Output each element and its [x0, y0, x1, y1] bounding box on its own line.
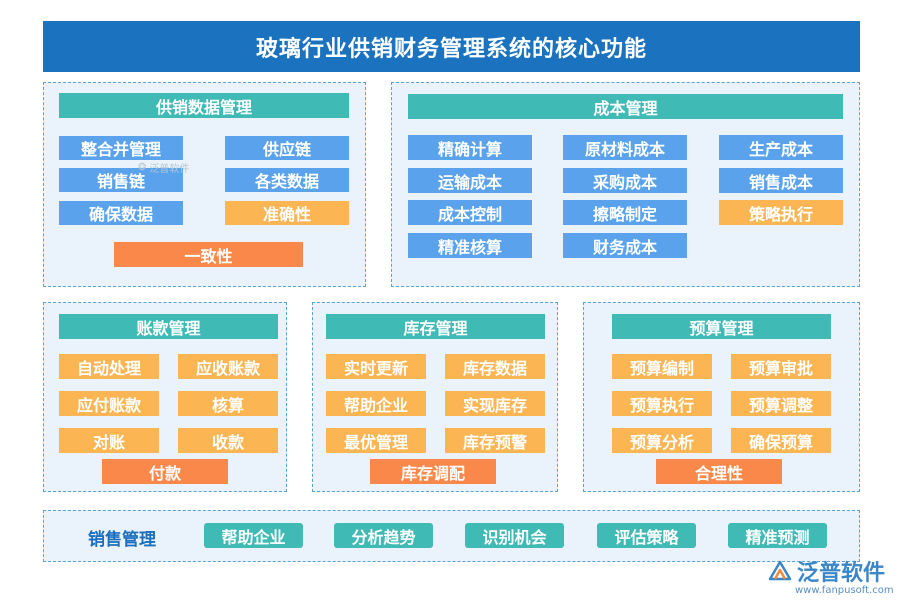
sales-item-opportunity: 识别机会: [465, 523, 564, 548]
supply-data-heading: 供销数据管理: [59, 93, 349, 118]
panel-sales: [43, 510, 860, 562]
supply-item-supply-chain: 供应链: [225, 136, 349, 160]
watermark: ❂ 泛普软件: [138, 160, 189, 175]
budget-heading: 预算管理: [612, 314, 831, 339]
cost-item-financial: 财务成本: [563, 233, 687, 258]
brand-name: 泛普软件: [797, 561, 886, 586]
inventory-item-help: 帮助企业: [326, 391, 426, 416]
inventory-item-data: 库存数据: [445, 354, 545, 379]
budget-item-adjust: 预算调整: [731, 391, 831, 416]
supply-item-consolidate: 整合并管理: [59, 136, 183, 160]
accounts-item-auto: 自动处理: [59, 354, 159, 379]
cost-item-control: 成本控制: [408, 200, 532, 225]
cost-item-strategy-making: 擦略制定: [563, 200, 687, 225]
cost-heading: 成本管理: [408, 94, 843, 119]
cost-item-precise-calc: 精确计算: [408, 135, 532, 160]
supply-item-sales-chain: 销售链: [59, 168, 183, 192]
brand-logo: 泛普软件 www.fanpusoft.com: [767, 555, 894, 597]
budget-item-execute: 预算执行: [612, 391, 712, 416]
budget-item-analyze: 预算分析: [612, 428, 712, 453]
brand-url: www.fanpusoft.com: [795, 585, 894, 596]
inventory-item-achieve: 实现库存: [445, 391, 545, 416]
sales-item-evaluate: 评估策略: [597, 523, 696, 548]
cost-item-transport: 运输成本: [408, 168, 532, 193]
sales-item-trends: 分析趋势: [334, 523, 433, 548]
cost-item-accounting: 精准核算: [408, 233, 532, 258]
cost-item-production: 生产成本: [719, 135, 843, 160]
sales-item-forecast: 精准预测: [728, 523, 827, 548]
inventory-item-allocation: 库存调配: [370, 459, 496, 484]
accounts-item-payment: 付款: [102, 459, 228, 484]
accounts-item-check: 核算: [178, 391, 278, 416]
sales-item-help: 帮助企业: [204, 523, 303, 548]
accounts-item-reconcile: 对账: [59, 428, 159, 453]
budget-item-rationality: 合理性: [656, 459, 782, 484]
page-title: 玻璃行业供销财务管理系统的核心功能: [43, 21, 860, 72]
inventory-item-realtime: 实时更新: [326, 354, 426, 379]
watermark-logo-icon: ❂: [138, 162, 147, 173]
supply-item-consistency: 一致性: [114, 242, 303, 267]
cost-item-strategy-exec: 策略执行: [719, 200, 843, 225]
supply-item-various-data: 各类数据: [225, 168, 349, 192]
accounts-heading: 账款管理: [59, 314, 278, 339]
inventory-heading: 库存管理: [326, 314, 545, 339]
supply-item-accuracy: 准确性: [225, 201, 349, 225]
sales-label: 销售管理: [88, 530, 156, 550]
budget-item-prepare: 预算编制: [612, 354, 712, 379]
budget-item-approve: 预算审批: [731, 354, 831, 379]
budget-item-ensure: 确保预算: [731, 428, 831, 453]
supply-item-ensure-data: 确保数据: [59, 201, 183, 225]
cost-item-raw-material: 原材料成本: [563, 135, 687, 160]
brand-logo-icon: [768, 560, 792, 581]
accounts-item-payable: 应付账款: [59, 391, 159, 416]
watermark-text: 泛普软件: [149, 164, 190, 175]
cost-item-sales: 销售成本: [719, 168, 843, 193]
inventory-item-warning: 库存预警: [445, 428, 545, 453]
cost-item-purchase: 采购成本: [563, 168, 687, 193]
accounts-item-collection: 收款: [178, 428, 278, 453]
inventory-item-optimal: 最优管理: [326, 428, 426, 453]
accounts-item-receivable: 应收账款: [178, 354, 278, 379]
